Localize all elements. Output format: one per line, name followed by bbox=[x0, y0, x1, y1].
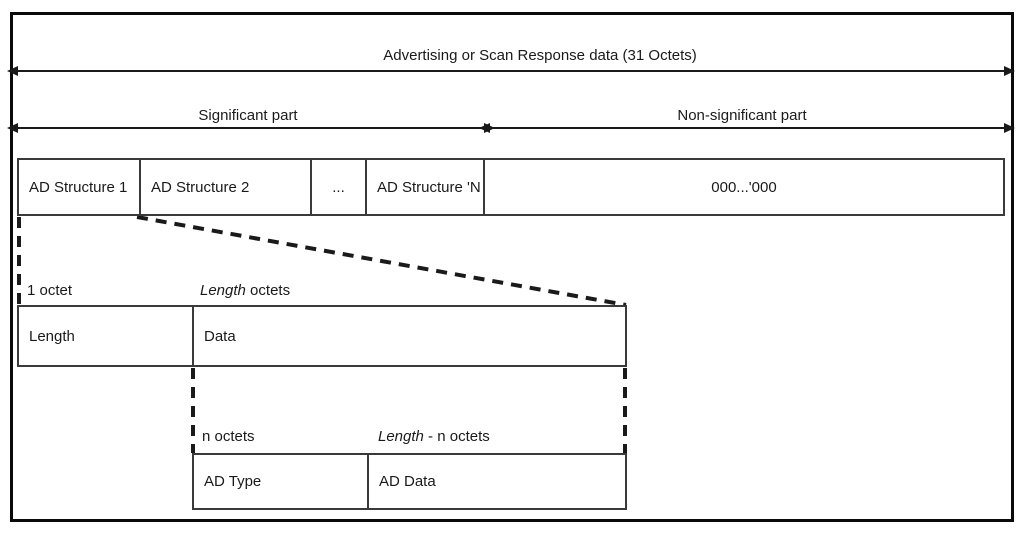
cell-length: Length bbox=[19, 307, 194, 365]
diagram-outer-frame bbox=[10, 12, 1014, 522]
adtype-strip-size-label-2: Length - n octets bbox=[378, 429, 490, 444]
length-strip-size-label-2-rest: octets bbox=[245, 282, 291, 299]
cell-zero-padding: 000...'000 bbox=[711, 178, 777, 196]
significant-part-label: Significant part bbox=[198, 107, 298, 124]
adtype-strip-size-label-1: n octets bbox=[202, 428, 255, 445]
length-strip-size-label-2: Length octets bbox=[200, 283, 290, 298]
cell-ad-type: AD Type bbox=[194, 455, 369, 508]
cell-ad-data: AD Data bbox=[379, 473, 436, 490]
adtype-strip-size-label-2-rest: - n octets bbox=[423, 428, 490, 445]
total-span-label: Advertising or Scan Response data (31 Oc… bbox=[383, 47, 697, 64]
cell-ellipsis: ... bbox=[312, 160, 367, 214]
length-strip-size-label-1: 1 octet bbox=[27, 282, 73, 299]
ad-structure-detail-strip: Length Data bbox=[17, 305, 627, 367]
adtype-strip-size-label-2-italic: Length bbox=[378, 428, 424, 445]
cell-data: Data bbox=[204, 327, 236, 345]
ad-data-detail-strip: AD Type AD Data bbox=[192, 453, 627, 510]
non-significant-part-label: Non-significant part bbox=[677, 107, 807, 124]
cell-ad-structure-2: AD Structure 2 bbox=[141, 160, 312, 214]
cell-ad-structure-1: AD Structure 1 bbox=[19, 160, 141, 214]
cell-ad-structure-n: AD Structure 'N bbox=[367, 160, 485, 214]
advertising-data-strip: AD Structure 1 AD Structure 2 ... AD Str… bbox=[17, 158, 1005, 216]
length-strip-size-label-2-italic: Length bbox=[200, 282, 246, 299]
